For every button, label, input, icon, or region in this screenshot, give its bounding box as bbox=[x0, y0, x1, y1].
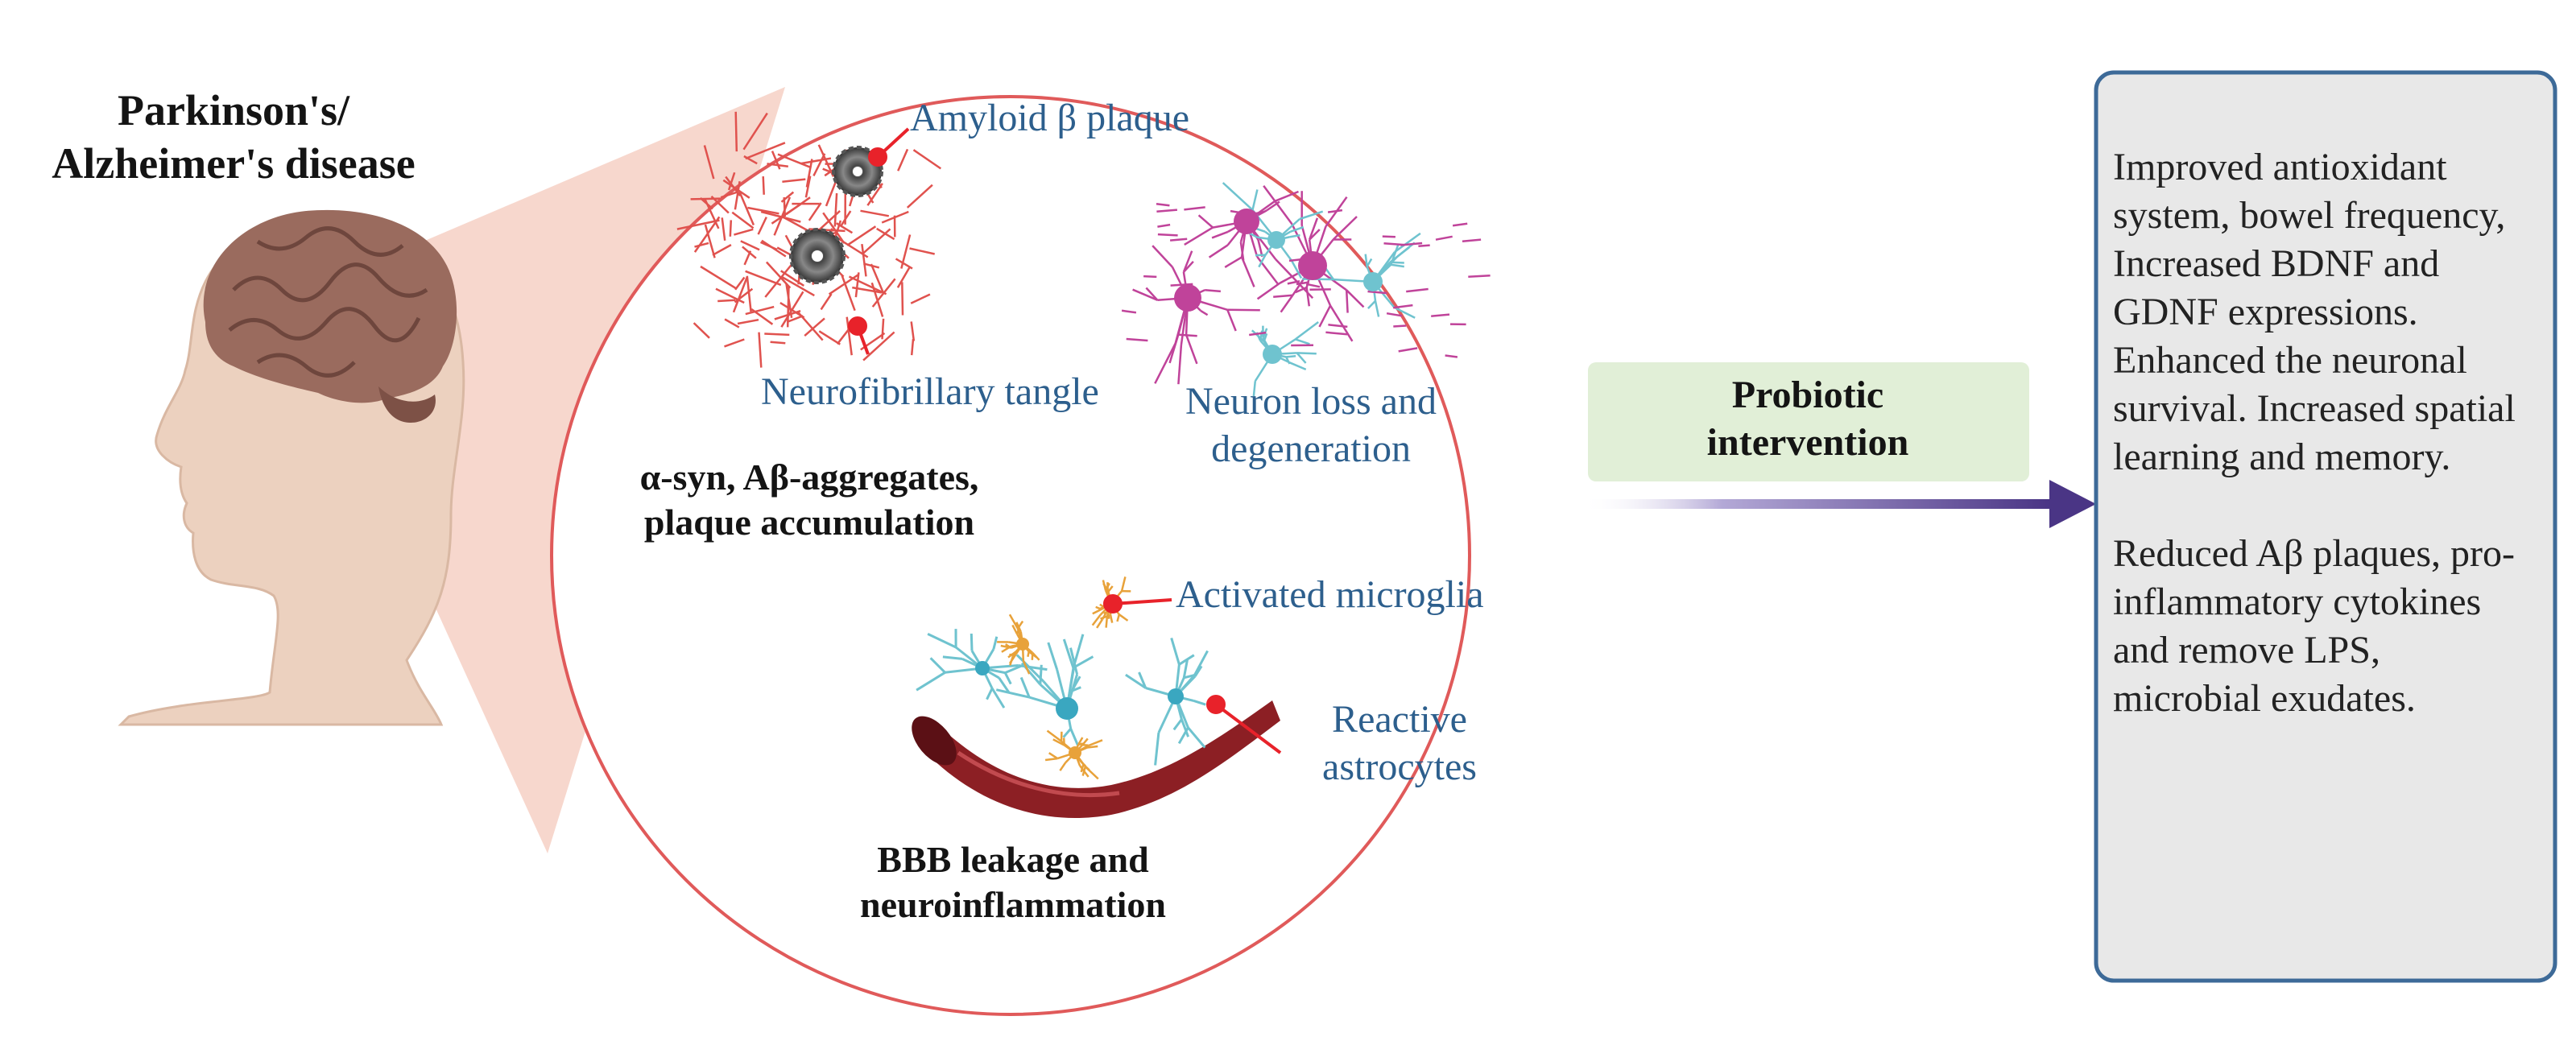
outcomes-text: Improved antioxidant system, bowel frequ… bbox=[2113, 143, 2516, 723]
astrocyte-icon bbox=[916, 629, 1209, 766]
neuron-loss-label: Neuron loss and degeneration bbox=[1185, 380, 1437, 470]
amyloid-plaque-label: Amyloid β plaque bbox=[910, 97, 1190, 139]
outcomes-box bbox=[2094, 70, 2557, 983]
callout-dot-icon bbox=[848, 127, 1282, 754]
neuron-network-icon bbox=[1121, 182, 1491, 397]
diagram-title: Parkinson's/ Alzheimer's disease bbox=[52, 86, 416, 188]
activated-microglia-label: Activated microglia bbox=[1176, 573, 1484, 616]
aggregates-label: α-syn, Aβ-aggregates, plaque accumulatio… bbox=[639, 456, 979, 543]
reactive-astrocytes-label: Reactive astrocytes bbox=[1322, 698, 1477, 788]
outcomes-paragraph-1: Improved antioxidant system, bowel frequ… bbox=[2113, 146, 2516, 478]
bbb-leakage-label: BBB leakage and neuroinflammation bbox=[860, 839, 1166, 926]
outcomes-paragraph-2: Reduced Aβ plaques, pro-inflammatory cyt… bbox=[2113, 532, 2515, 720]
blood-vessel-icon bbox=[912, 700, 1280, 819]
probiotic-intervention-label: Probiotic intervention bbox=[1706, 374, 1909, 464]
right-arrow-icon bbox=[1582, 480, 2096, 528]
intervention-box bbox=[1588, 362, 2029, 481]
neurofibrillary-tangle-label: Neurofibrillary tangle bbox=[761, 370, 1099, 413]
brain-icon bbox=[203, 209, 457, 423]
